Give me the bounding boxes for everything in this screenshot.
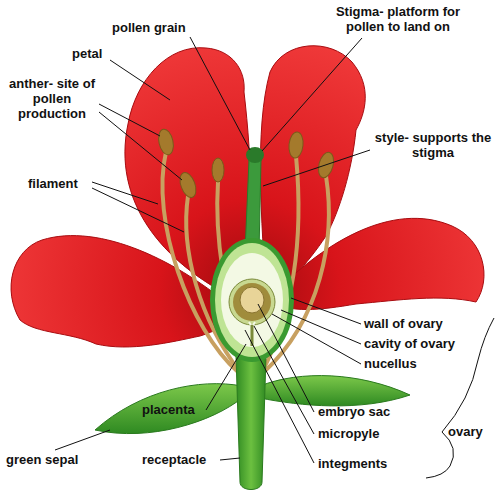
anther-head	[288, 131, 305, 158]
part-label: ovary	[448, 424, 483, 439]
part-label: embryo sac	[318, 404, 390, 419]
part-label: petal	[72, 46, 102, 61]
anther-head	[156, 128, 175, 156]
leader-line	[110, 60, 170, 100]
ovary-wall	[215, 243, 289, 357]
leader-line	[254, 326, 314, 434]
petal-shape	[268, 218, 484, 309]
part-label: receptacle	[142, 452, 206, 467]
leader-line	[55, 430, 110, 450]
leader-line	[281, 310, 361, 344]
part-label: Stigma- platform for pollen to land on	[318, 4, 478, 34]
anther-head	[177, 170, 199, 199]
part-label: placenta	[142, 402, 195, 417]
leader-line	[92, 188, 184, 232]
part-label: micropyle	[318, 426, 379, 441]
leader-line	[245, 330, 314, 463]
leader-line	[190, 37, 250, 150]
leader-line	[262, 38, 362, 151]
part-label: wall of ovary	[364, 316, 443, 331]
anther-head	[212, 158, 224, 182]
leader-line	[220, 458, 240, 460]
leader-line	[206, 344, 246, 410]
leader-line	[291, 298, 361, 324]
part-label: pollen grain	[112, 20, 186, 35]
leader-line	[263, 150, 370, 186]
leader-line	[99, 112, 182, 180]
receptacle-stem	[236, 356, 266, 490]
leader-line	[258, 304, 314, 412]
part-label: nucellus	[364, 356, 417, 371]
anthers	[156, 128, 336, 200]
ovary-cavity	[221, 253, 283, 347]
part-label: style- supports the stigma	[372, 130, 494, 160]
nucellus-body	[233, 283, 271, 321]
part-label: filament	[28, 176, 78, 191]
part-label: integments	[318, 456, 387, 471]
sepal-shape	[95, 384, 242, 434]
leader-lines	[55, 37, 494, 478]
part-label: cavity of ovary	[364, 336, 455, 351]
part-label: green sepal	[6, 452, 78, 467]
part-label: anther- site of pollen production	[6, 76, 98, 121]
integument-ring	[229, 279, 275, 325]
stamens	[162, 152, 328, 372]
stigma-tip	[246, 147, 264, 163]
